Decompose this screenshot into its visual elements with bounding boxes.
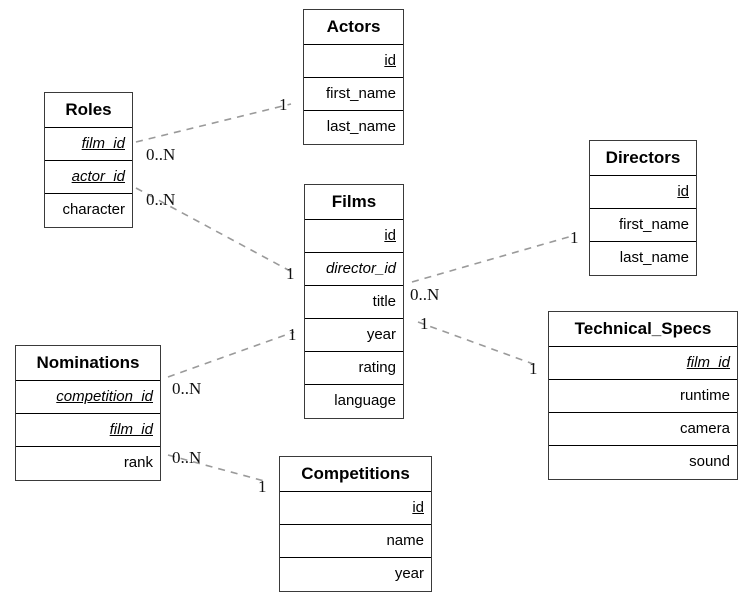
cardinality-nominations-competitions-source: 0..N [172, 448, 202, 467]
entity-competitions[interactable]: Competitions id name year [279, 456, 432, 592]
attribute-films-year[interactable]: year [305, 319, 403, 352]
attribute-label: sound [689, 453, 730, 470]
attribute-technical_specs-camera[interactable]: camera [549, 413, 737, 446]
attribute-directors-last_name[interactable]: last_name [590, 242, 696, 275]
attribute-competitions-id[interactable]: id [280, 492, 431, 525]
attribute-actors-last_name[interactable]: last_name [304, 111, 403, 144]
attribute-label: title [372, 293, 396, 310]
attribute-label: id [677, 183, 689, 200]
attribute-films-language[interactable]: language [305, 385, 403, 418]
cardinality-films-technical_specs-target: 1 [529, 359, 538, 378]
cardinality-nominations-competitions-target: 1 [258, 477, 267, 496]
cardinality-roles-actors-target: 1 [279, 95, 288, 114]
attribute-actors-first_name[interactable]: first_name [304, 78, 403, 111]
attribute-label: id [384, 52, 396, 69]
attribute-technical_specs-runtime[interactable]: runtime [549, 380, 737, 413]
attribute-label: film_id [686, 354, 730, 371]
relationship-line-films-directors [411, 235, 573, 283]
attribute-nominations-rank[interactable]: rank [16, 447, 160, 480]
attribute-label: id [412, 499, 424, 516]
attribute-competitions-name[interactable]: name [280, 525, 431, 558]
attribute-label: director_id [325, 260, 396, 277]
attribute-directors-first_name[interactable]: first_name [590, 209, 696, 242]
entity-directors[interactable]: Directors id first_name last_name [589, 140, 697, 276]
attribute-films-id[interactable]: id [305, 220, 403, 253]
attribute-films-rating[interactable]: rating [305, 352, 403, 385]
attribute-label: film_id [109, 421, 153, 438]
attribute-label: runtime [679, 387, 730, 404]
attribute-label: first_name [325, 85, 396, 102]
attribute-technical_specs-sound[interactable]: sound [549, 446, 737, 479]
attribute-label: actor_id [71, 168, 125, 185]
attribute-label: language [334, 392, 396, 409]
cardinality-nominations-films-target: 1 [288, 325, 297, 344]
cardinality-films-directors-target: 1 [570, 228, 579, 247]
attribute-label: rank [123, 454, 153, 471]
entity-title-films: Films [305, 185, 403, 220]
attribute-actors-id[interactable]: id [304, 45, 403, 78]
attribute-label: last_name [326, 118, 396, 135]
attribute-label: first_name [618, 216, 689, 233]
attribute-label: film_id [81, 135, 125, 152]
relationship-line-films-technical_specs [417, 321, 537, 366]
entity-title-nominations: Nominations [16, 346, 160, 381]
attribute-competitions-year[interactable]: year [280, 558, 431, 591]
cardinality-roles-films-target: 1 [286, 264, 295, 283]
attribute-films-director_id[interactable]: director_id [305, 253, 403, 286]
attribute-label: rating [358, 359, 396, 376]
attribute-roles-actor_id[interactable]: actor_id [45, 161, 132, 194]
attribute-roles-film_id[interactable]: film_id [45, 128, 132, 161]
attribute-roles-character[interactable]: character [45, 194, 132, 227]
entity-roles[interactable]: Roles film_id actor_id character [44, 92, 133, 228]
attribute-label: last_name [619, 249, 689, 266]
attribute-directors-id[interactable]: id [590, 176, 696, 209]
attribute-label: year [394, 565, 424, 582]
cardinality-films-technical_specs-source: 1 [420, 314, 429, 333]
relationship-line-nominations-films [167, 331, 295, 378]
entity-title-competitions: Competitions [280, 457, 431, 492]
relationship-line-roles-actors [135, 103, 292, 143]
cardinality-films-directors-source: 0..N [410, 285, 440, 304]
attribute-nominations-film_id[interactable]: film_id [16, 414, 160, 447]
entity-title-directors: Directors [590, 141, 696, 176]
attribute-label: competition_id [56, 388, 153, 405]
cardinality-roles-actors-source: 0..N [146, 145, 176, 164]
attribute-label: character [62, 201, 125, 218]
entity-title-actors: Actors [304, 10, 403, 45]
entity-actors[interactable]: Actors id first_name last_name [303, 9, 404, 145]
cardinality-nominations-films-source: 0..N [172, 379, 202, 398]
attribute-technical_specs-film_id[interactable]: film_id [549, 347, 737, 380]
entity-title-technical_specs: Technical_Specs [549, 312, 737, 347]
attribute-nominations-competition_id[interactable]: competition_id [16, 381, 160, 414]
attribute-films-title[interactable]: title [305, 286, 403, 319]
attribute-label: id [384, 227, 396, 244]
attribute-label: camera [679, 420, 730, 437]
attribute-label: name [386, 532, 424, 549]
entity-title-roles: Roles [45, 93, 132, 128]
attribute-label: year [366, 326, 396, 343]
cardinality-roles-films-source: 0..N [146, 190, 176, 209]
